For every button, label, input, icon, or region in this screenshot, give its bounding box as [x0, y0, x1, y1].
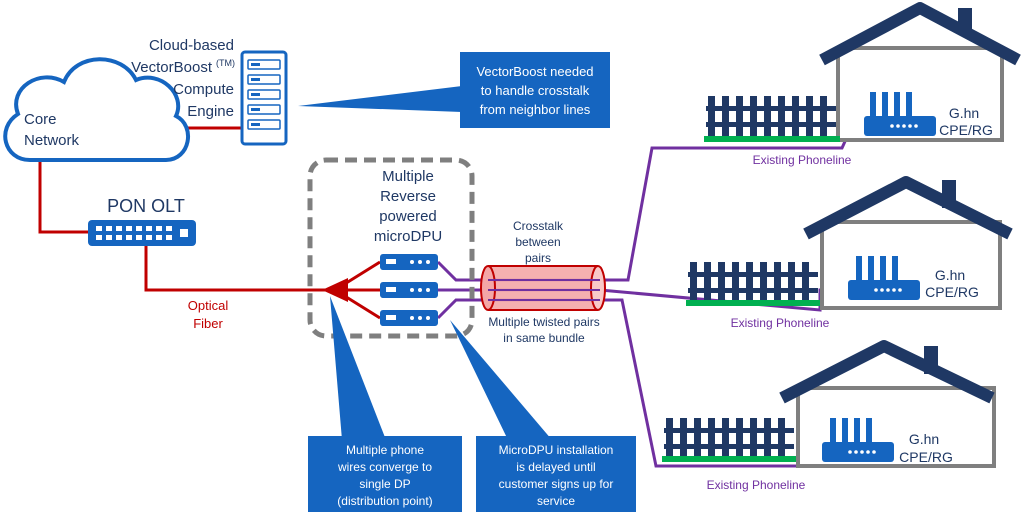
svg-text:service: service [537, 494, 575, 508]
svg-text:Engine: Engine [187, 103, 234, 120]
house-1: G.hn CPE/RG [704, 2, 1021, 142]
fence-icon [664, 418, 794, 458]
compute-engine-label: Cloud-based VectorBoost (TM) Compute Eng… [131, 37, 235, 120]
optical-fiber-label: Optical [188, 298, 229, 313]
svg-text:CPE/RG: CPE/RG [899, 449, 953, 465]
core-to-olt-link [38, 155, 88, 234]
svg-text:(distribution point): (distribution point) [337, 494, 432, 508]
microdpu-unit-2 [380, 282, 438, 298]
svg-text:pairs: pairs [525, 251, 551, 265]
fence-icon [706, 96, 836, 138]
cloud-icon [3, 57, 190, 162]
grass [686, 300, 820, 306]
svg-text:wires converge to: wires converge to [337, 460, 432, 474]
svg-text:Cloud-based: Cloud-based [149, 37, 234, 54]
microdpu-label: Multiple Reverse powered microDPU [374, 168, 442, 245]
router-icon [822, 418, 894, 462]
server-rack-icon [240, 50, 288, 146]
olt-to-fiber-link [144, 245, 330, 292]
multiple-phone-callout: Multiple phone wires converge to single … [308, 296, 462, 512]
fence-icon [688, 262, 818, 302]
svg-text:in same bundle: in same bundle [503, 331, 585, 345]
microdpu-install-callout: MicroDPU installation is delayed until c… [450, 320, 636, 512]
svg-text:microDPU: microDPU [374, 228, 442, 245]
svg-text:CPE/RG: CPE/RG [939, 122, 993, 138]
pon-olt-label: PON OLT [107, 196, 185, 216]
svg-text:customer signs up for: customer signs up for [499, 477, 614, 491]
svg-text:MicroDPU installation: MicroDPU installation [499, 443, 614, 457]
svg-text:from neighbor lines: from neighbor lines [480, 102, 591, 117]
svg-text:Multiple twisted pairs: Multiple twisted pairs [488, 315, 599, 329]
svg-text:Multiple: Multiple [382, 168, 434, 185]
svg-text:VectorBoost needed: VectorBoost needed [476, 64, 593, 79]
svg-text:Multiple phone: Multiple phone [346, 443, 424, 457]
grass [704, 136, 840, 142]
microdpu-unit-3 [380, 310, 438, 326]
crosstalk-label: Crosstalk between pairs [513, 219, 564, 265]
svg-text:Crosstalk: Crosstalk [513, 219, 564, 233]
house-2: G.hn CPE/RG [686, 176, 1013, 310]
router-icon [848, 256, 920, 300]
svg-text:VectorBoost: VectorBoost [131, 59, 213, 76]
microdpu-unit-1 [380, 254, 438, 270]
svg-text:powered: powered [379, 208, 437, 225]
svg-text:G.hn: G.hn [909, 431, 939, 447]
bundle-label: Multiple twisted pairs in same bundle [488, 315, 599, 345]
phoneline-label-1: Existing Phoneline [753, 153, 852, 167]
svg-text:to handle crosstalk: to handle crosstalk [481, 83, 590, 98]
cable-bundle [480, 265, 606, 311]
svg-text:Compute: Compute [173, 81, 234, 98]
svg-text:CPE/RG: CPE/RG [925, 284, 979, 300]
svg-text:is delayed until: is delayed until [516, 460, 595, 474]
fiber-splitter [322, 260, 381, 320]
core-network-label-2: Network [24, 132, 80, 149]
svg-text:G.hn: G.hn [949, 105, 979, 121]
grass [662, 456, 796, 462]
svg-text:G.hn: G.hn [935, 267, 965, 283]
core-network-label: Core [24, 111, 57, 128]
phoneline-label-2: Existing Phoneline [731, 316, 830, 330]
microdpu-units [380, 254, 438, 326]
microdpu-group-box [307, 157, 475, 339]
phoneline-label-3: Existing Phoneline [707, 478, 806, 492]
olt-switch-icon [88, 220, 196, 246]
svg-text:(TM): (TM) [216, 58, 235, 68]
router-icon [864, 92, 936, 136]
svg-text:between: between [515, 235, 560, 249]
svg-text:single DP: single DP [359, 477, 410, 491]
optical-fiber-label-2: Fiber [193, 316, 223, 331]
svg-text:Reverse: Reverse [380, 188, 436, 205]
house-3: G.hn CPE/RG [662, 340, 996, 468]
vectorboost-callout: VectorBoost needed to handle crosstalk f… [298, 52, 610, 128]
